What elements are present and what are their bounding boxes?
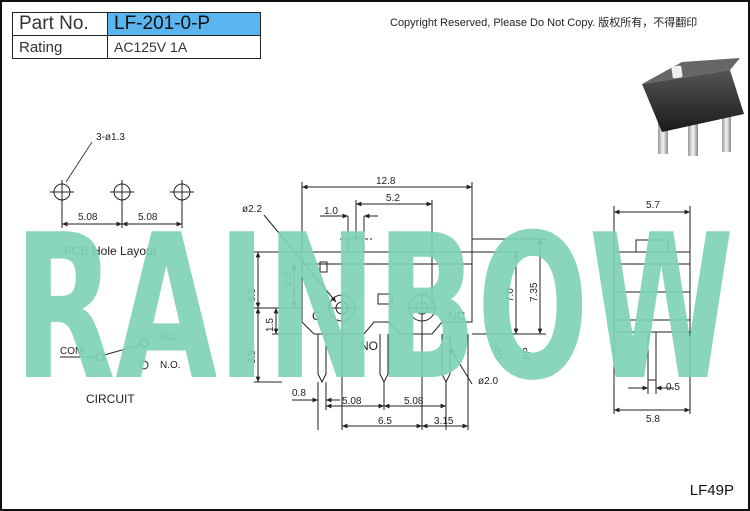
terminal-nc-label: NC [448,309,466,323]
watermark-text: RAINBOW [14,192,734,425]
dim-op: OP [494,345,505,360]
dim-6-5-vertical: 6.5 [247,288,258,302]
side-pin [647,331,657,381]
side-actuator [635,239,669,253]
dim-5-8: 5.8 [646,414,660,425]
pcb-dim-left: 5.08 [78,212,98,223]
spec-table: Part No. LF-201-0-P Rating AC125V 1A [12,12,261,59]
dim-fp: FP [522,347,533,360]
terminal-no-label: NO [360,339,378,353]
pcb-layout-title: PCB Hole Layout [64,244,157,258]
pcb-hole-note: 3-ø1.3 [96,132,125,143]
rating-value: AC125V 1A [107,35,261,59]
photo-body-top [642,58,740,84]
dim-12-8: 12.8 [376,176,396,187]
dim-5-2: 5.2 [386,193,400,204]
circuit-no-label: N.O. [160,360,181,371]
model-code: LF49P [689,482,734,499]
part-number-row: Part No. LF-201-0-P [12,12,261,36]
dim-3-5: 3.5 [247,350,258,364]
photo-pin-2 [688,118,698,156]
pcb-hole-layout: 3-ø1.3 5.08 5.08 PCB Hole Layout [50,132,194,258]
part-number-label: Part No. [12,12,108,36]
circuit-com-label: COM. [60,346,86,357]
product-photo [642,58,744,156]
photo-pin-3 [722,110,731,152]
dim-6-5-horizontal: 6.5 [378,416,392,427]
body-slot-left [319,261,328,273]
photo-actuator [671,65,683,79]
body-slot-center [377,293,393,305]
dim-2-0: 2.0 [283,272,294,286]
dim-0-5: 0.5 [666,382,680,393]
dim-hole-dia: ø2.2 [242,204,262,215]
switch-body-outline [301,251,473,335]
dim-7-35: 7.35 [529,282,540,302]
dim-3-15: 3.15 [434,416,454,427]
circuit-diagram: COM. N.C. N.O. CIRCUIT [60,332,181,406]
dim-0-8: 0.8 [292,388,306,399]
pcb-dim-right: 5.08 [138,212,158,223]
front-view-labels: 12.8 5.2 1.0 ø2.2 2.0 6.5 1.5 3.5 7.0 7.… [242,176,540,427]
dim-7-0: 7.0 [505,288,516,302]
part-number-value: LF-201-0-P [107,12,261,36]
dim-pin-dia: ø2.0 [478,376,498,387]
photo-pin-1 [658,114,668,154]
circuit-nc-label: N.C. [160,332,180,343]
side-view [613,206,691,414]
copyright-notice: Copyright Reserved, Please Do Not Copy. … [390,17,698,29]
terminal-c-label: C [312,309,321,323]
front-view [254,182,546,430]
rating-label: Rating [12,35,108,59]
dim-1-5: 1.5 [265,318,276,332]
side-view-labels: 5.7 0.5 5.8 [646,200,680,425]
dim-5-08-left: 5.08 [342,396,362,407]
pin-com [317,334,327,384]
rating-row: Rating AC125V 1A [12,35,261,59]
photo-body [642,70,744,132]
circuit-title: CIRCUIT [86,392,135,406]
dim-1-0: 1.0 [324,206,338,217]
dim-5-08-right: 5.08 [404,396,424,407]
dim-5-7: 5.7 [646,200,660,211]
